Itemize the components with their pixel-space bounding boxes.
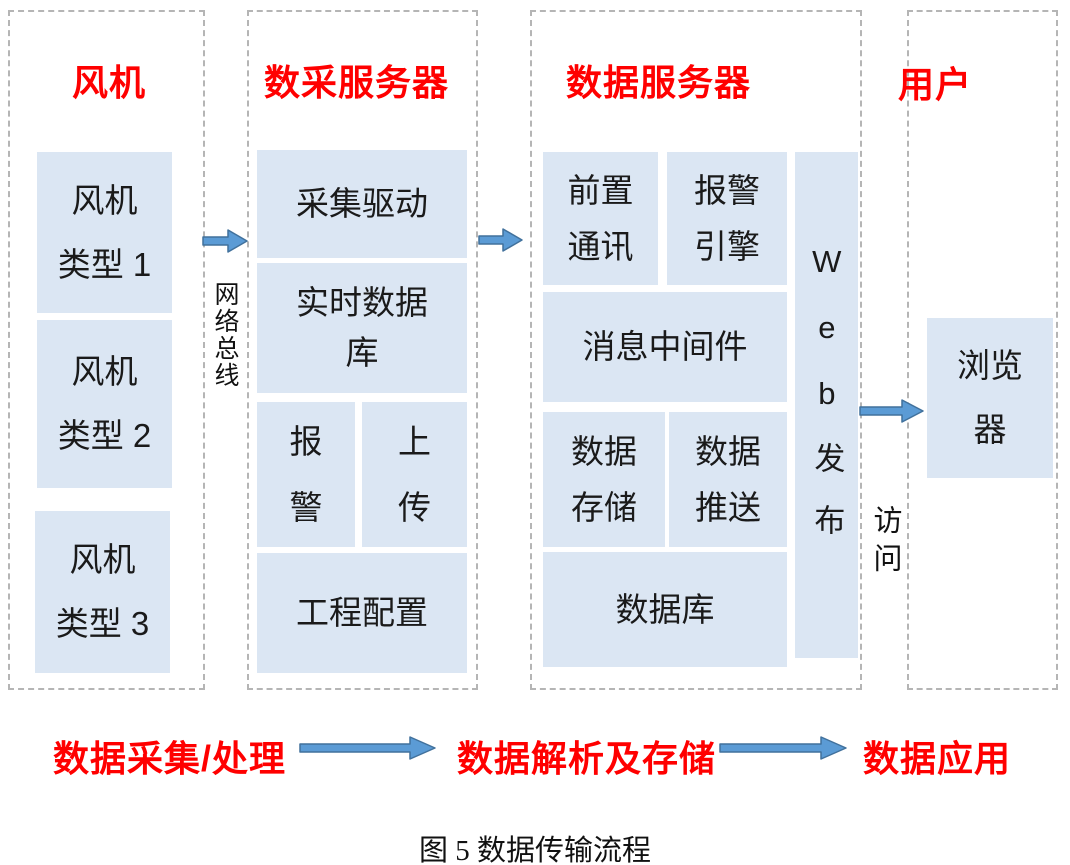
arrow-stage2-to-stage3-icon [719,736,847,760]
arrow-stage1-to-stage2-icon [299,736,436,760]
box-project-config-label: 工程配置 [296,594,428,632]
box-database: 数据库 [543,552,787,667]
box-browser-line1: 浏览 [957,347,1023,385]
box-fan-type-3-line1: 风机 [69,541,136,579]
box-message-middleware-label: 消息中间件 [582,328,748,366]
box-fan-type-1-line1: 风机 [71,181,138,219]
label-network-bus: 网络总线 [211,281,239,389]
box-fan-type-2-line1: 风机 [71,353,138,391]
box-fan-type-2-line2: 类型 2 [57,417,152,454]
box-alarm-engine-line2: 引擎 [694,227,760,265]
box-alarm-engine-line1: 报警 [694,171,760,209]
box-upload-line2: 传 [398,488,431,526]
figure-caption: 图 5 数据传输流程 [418,835,651,865]
box-alarm-engine: 报警 引擎 [667,152,787,285]
label-visit: 访问 [869,505,901,581]
title-fan: 风机 [72,62,147,103]
box-web-publish: Web发布 [795,152,858,658]
box-data-storage: 数据 存储 [543,412,665,547]
box-data-push-line1: 数据 [695,432,761,470]
box-collect-driver: 采集驱动 [257,150,467,258]
box-alarm-line1: 报 [289,422,323,460]
box-alarm: 报 警 [257,402,355,547]
arrow-web-to-browser-icon [859,399,924,423]
panel-data-server [530,10,862,690]
box-realtime-database: 实时数据 库 [257,263,467,393]
box-front-communication: 前置 通讯 [543,152,658,285]
title-user: 用户 [898,64,973,105]
panel-fan [8,10,205,690]
box-web-publish-label: Web发布 [809,244,845,566]
flow-stage-collect-process: 数据采集/处理 [53,738,287,779]
box-front-communication-line1: 前置 [567,171,634,209]
flow-stage-parse-store: 数据解析及存储 [457,738,717,779]
box-realtime-database-line1: 实时数据 [296,284,428,322]
arrow-fan-to-daq-icon [202,229,248,253]
box-data-push: 数据 推送 [669,412,787,547]
box-fan-type-3-line2: 类型 3 [55,605,150,642]
box-front-communication-line2: 通讯 [567,227,634,265]
box-fan-type-1: 风机 类型 1 [37,152,172,313]
box-data-push-line2: 推送 [695,488,761,526]
title-daq-server: 数采服务器 [264,62,450,103]
box-browser-line2: 器 [973,411,1007,448]
box-database-label: 数据库 [615,590,715,628]
box-data-storage-line2: 存储 [571,488,637,526]
box-upload: 上 传 [362,402,467,547]
box-fan-type-1-line2: 类型 1 [57,245,152,283]
panel-user [907,10,1058,690]
box-browser: 浏览 器 [927,318,1053,478]
flow-stage-application: 数据应用 [863,738,1012,779]
box-alarm-line2: 警 [289,488,323,526]
box-fan-type-3: 风机 类型 3 [35,511,170,673]
box-fan-type-2: 风机 类型 2 [37,320,172,488]
arrow-daq-to-data-server-icon [478,228,523,252]
title-data-server: 数据服务器 [566,62,752,103]
box-realtime-database-line2: 库 [345,334,379,371]
box-message-middleware: 消息中间件 [543,292,787,402]
box-data-storage-line1: 数据 [571,432,637,470]
box-collect-driver-label: 采集驱动 [296,185,428,223]
box-project-config: 工程配置 [257,553,467,673]
box-upload-line1: 上 [398,422,431,460]
panel-daq-server [247,10,478,690]
